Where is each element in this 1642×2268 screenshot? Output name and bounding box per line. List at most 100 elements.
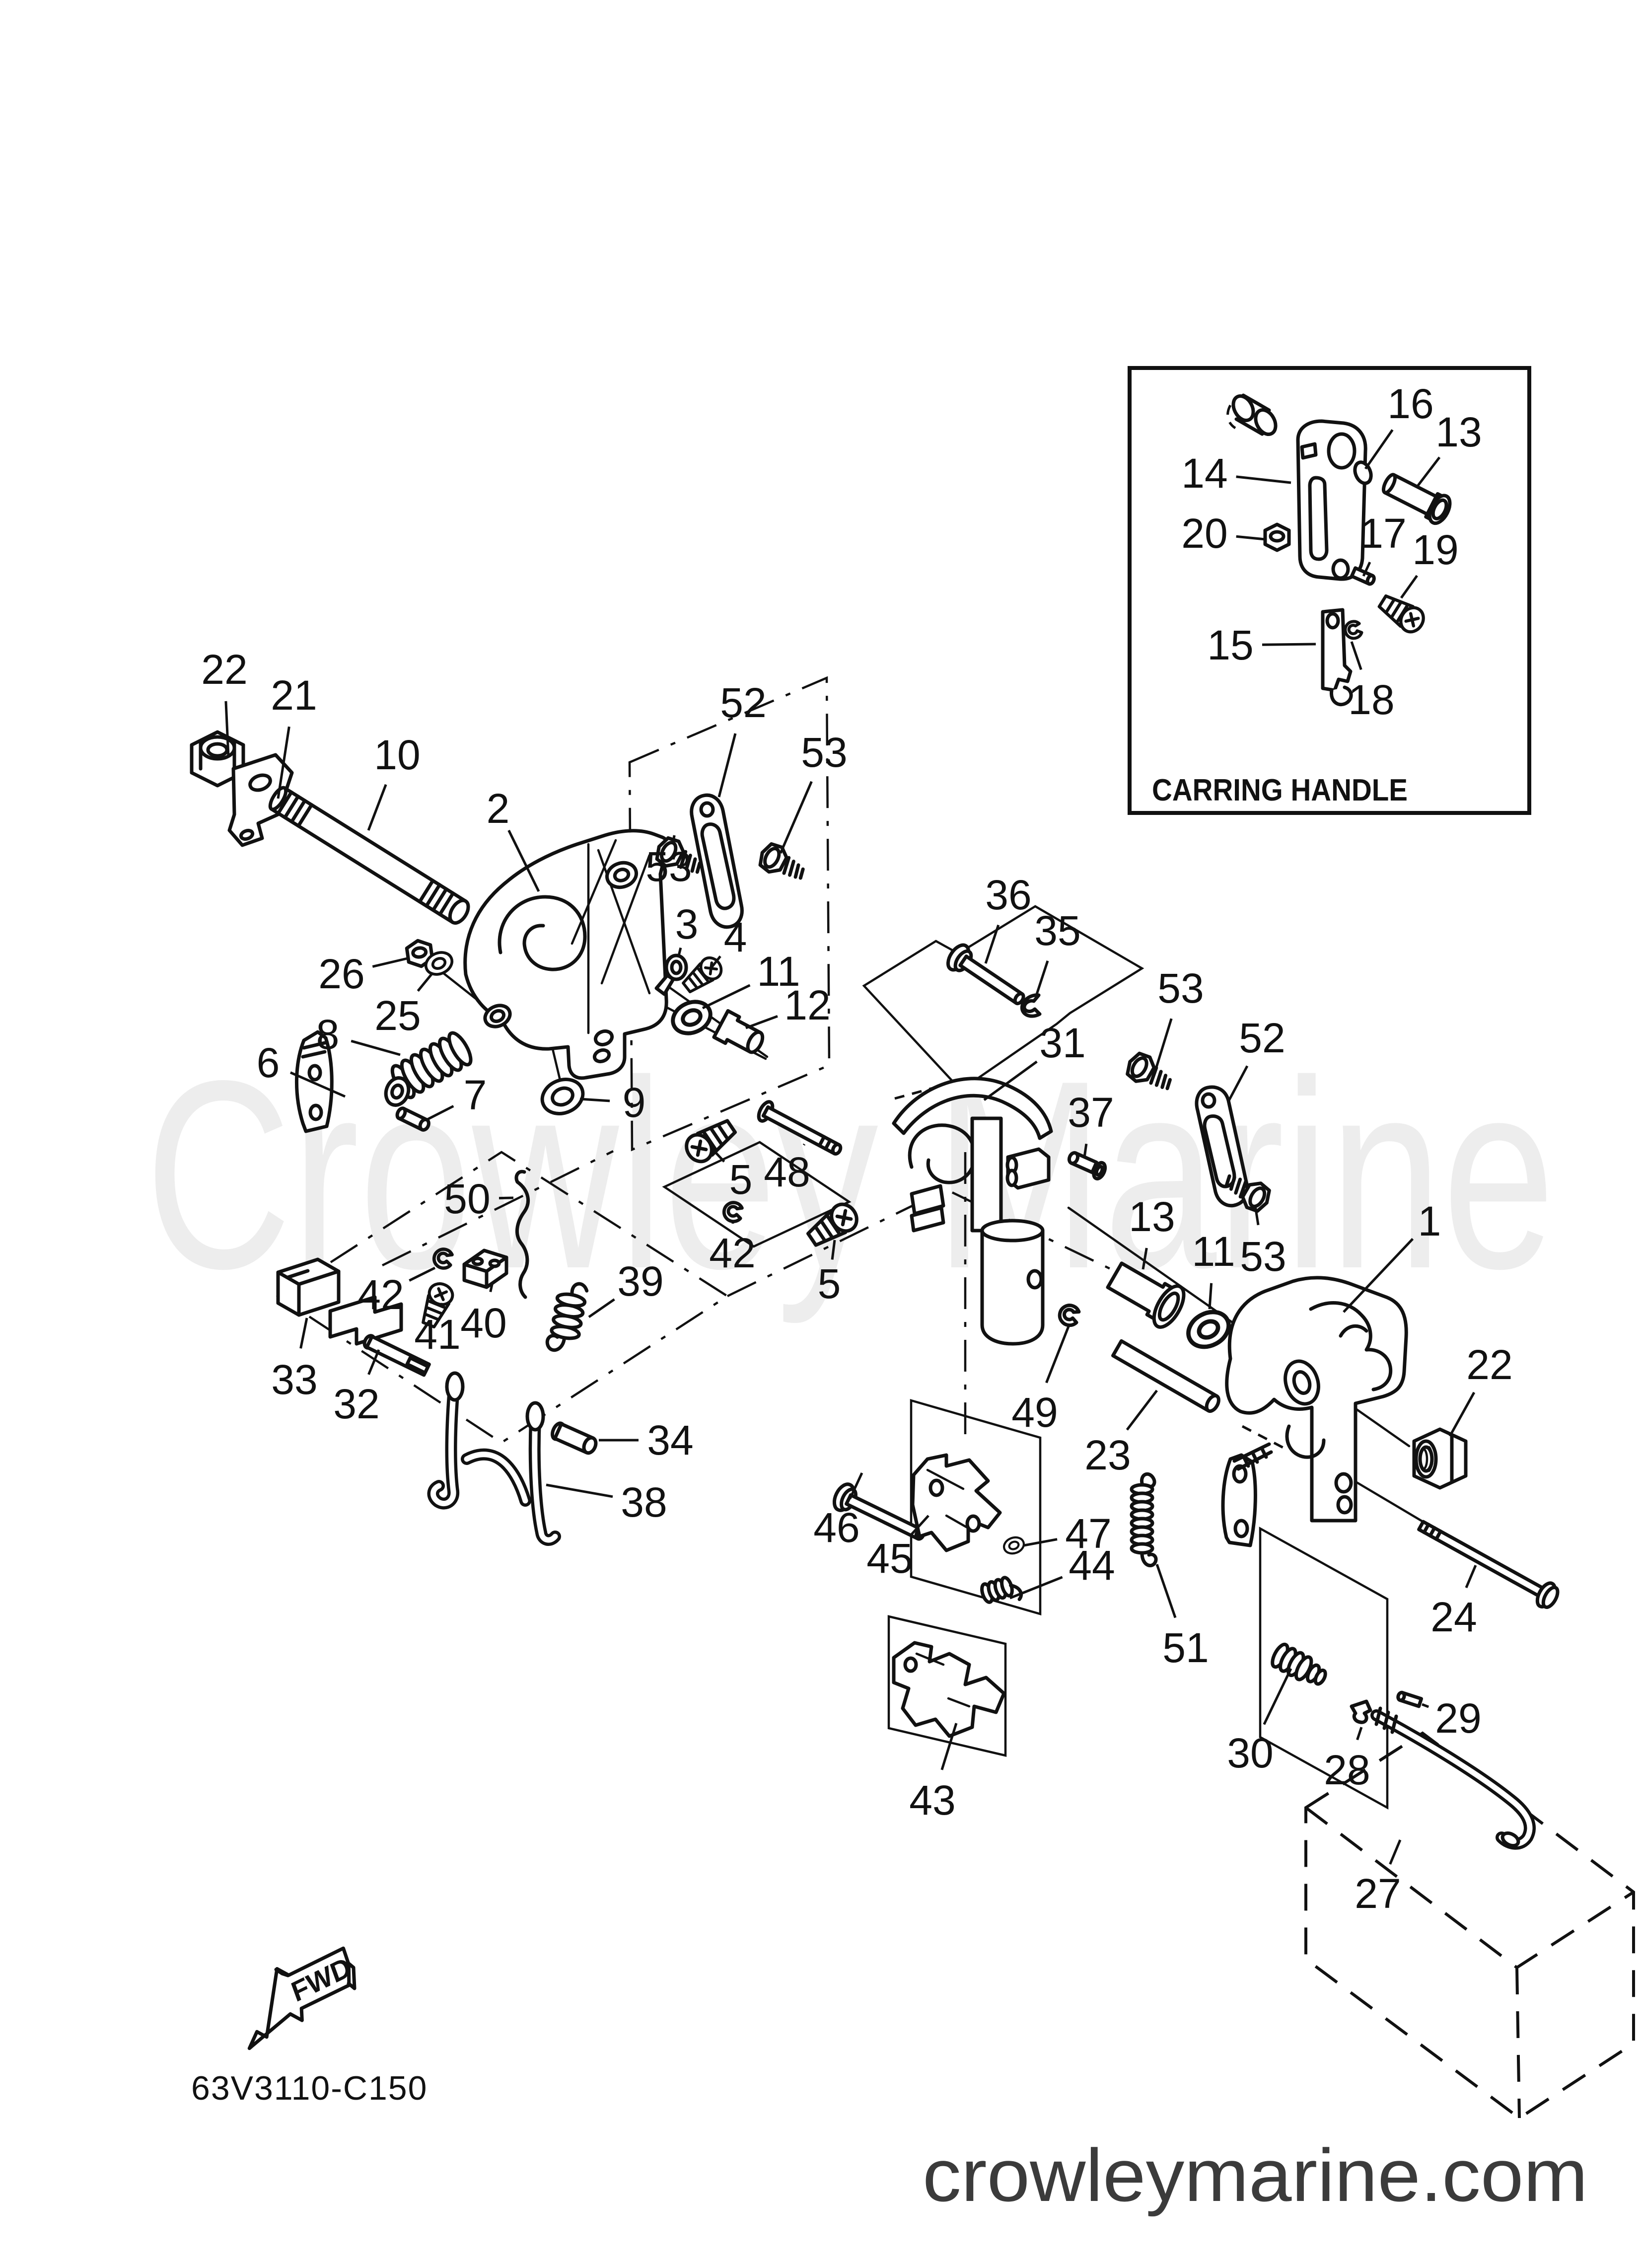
part-label-11[interactable]: 11	[1192, 1228, 1235, 1275]
part-label-18[interactable]: 18	[1348, 676, 1394, 723]
part-label-39[interactable]: 39	[617, 1258, 663, 1305]
cap-33-drawing	[276, 1257, 341, 1317]
part-label-16[interactable]: 16	[1387, 380, 1433, 427]
part-label-9[interactable]: 9	[623, 1079, 646, 1126]
part-label-26[interactable]: 26	[318, 951, 364, 997]
part-label-13[interactable]: 13	[1435, 409, 1482, 455]
watermark-text: Crowley Marine	[145, 1025, 1555, 1326]
part-label-53[interactable]: 53	[645, 843, 692, 890]
footer-site-text[interactable]: crowleymarine.com	[923, 2133, 1588, 2217]
part-label-24[interactable]: 24	[1430, 1594, 1477, 1640]
part-label-19[interactable]: 19	[1412, 526, 1458, 573]
part-label-12[interactable]: 12	[784, 982, 830, 1028]
part-label-41[interactable]: 41	[414, 1311, 460, 1358]
pin-17-drawing	[1350, 566, 1376, 586]
part-label-20[interactable]: 20	[1181, 510, 1227, 557]
nut-22-right-drawing	[1412, 1427, 1468, 1490]
leader-line-32	[367, 1349, 380, 1375]
part-label-53[interactable]: 53	[1240, 1233, 1286, 1280]
part-label-11[interactable]: 11	[757, 948, 800, 995]
part-label-49[interactable]: 49	[1011, 1389, 1058, 1436]
spring-39-drawing	[545, 1282, 589, 1352]
leader-line-35	[1034, 960, 1049, 998]
part-label-50[interactable]: 50	[444, 1175, 490, 1222]
spring-51-drawing	[1130, 1472, 1158, 1567]
part-label-23[interactable]: 23	[1084, 1432, 1131, 1478]
bolt-36-drawing	[946, 943, 1025, 1006]
part-label-5[interactable]: 5	[818, 1260, 841, 1307]
part-label-5[interactable]: 5	[729, 1156, 753, 1203]
leader-line-37	[1083, 1143, 1088, 1158]
part-label-53[interactable]: 53	[801, 729, 847, 776]
part-label-34[interactable]: 34	[647, 1417, 693, 1463]
leader-line-43	[940, 1723, 958, 1770]
part-label-22[interactable]: 22	[201, 646, 247, 693]
part-label-33[interactable]: 33	[271, 1356, 317, 1403]
pin-32-drawing	[362, 1334, 431, 1377]
part-label-44[interactable]: 44	[1069, 1542, 1115, 1589]
part-label-2[interactable]: 2	[487, 785, 510, 832]
part-label-36[interactable]: 36	[985, 872, 1031, 918]
leader-line-38	[546, 1483, 613, 1498]
part-label-25[interactable]: 25	[374, 992, 421, 1039]
part-label-21[interactable]: 21	[271, 672, 317, 719]
part-label-48[interactable]: 48	[764, 1149, 810, 1195]
part-label-46[interactable]: 46	[813, 1504, 859, 1551]
leader-line-53	[671, 835, 676, 845]
part-label-42[interactable]: 42	[709, 1230, 755, 1276]
part-label-17[interactable]: 17	[1360, 510, 1406, 557]
part-label-52[interactable]: 52	[720, 679, 766, 726]
leader-line-47	[1023, 1538, 1058, 1547]
part-label-45[interactable]: 45	[866, 1535, 913, 1582]
clamp-pad-arm-drawing	[1221, 1442, 1273, 1547]
part-label-42[interactable]: 42	[357, 1271, 404, 1318]
part-label-3[interactable]: 3	[675, 901, 699, 948]
part-label-8[interactable]: 8	[316, 1011, 340, 1058]
leader-line-22	[224, 701, 230, 757]
part-label-31[interactable]: 31	[1039, 1020, 1085, 1066]
leader-line-53	[1254, 1205, 1260, 1226]
part-label-10[interactable]: 10	[374, 732, 420, 778]
leader-line-53	[779, 781, 813, 854]
part-label-47[interactable]: 47	[1065, 1510, 1111, 1557]
part-label-27[interactable]: 27	[1355, 1870, 1401, 1917]
clamp-bracket-starboard-drawing	[1225, 1276, 1408, 1523]
leader-line-13	[1416, 456, 1441, 488]
eyelet-8-end-drawing	[384, 1076, 411, 1107]
part-label-32[interactable]: 32	[333, 1381, 379, 1427]
leader-line-31	[983, 1060, 1038, 1101]
part-label-22[interactable]: 22	[1466, 1341, 1512, 1388]
leader-line-14	[1236, 475, 1291, 484]
part-label-14[interactable]: 14	[1181, 450, 1227, 497]
part-label-51[interactable]: 51	[1162, 1624, 1209, 1671]
part-label-29[interactable]: 29	[1435, 1695, 1481, 1742]
leader-line-27	[1389, 1839, 1402, 1865]
part-label-30[interactable]: 30	[1227, 1730, 1273, 1776]
rod-23-drawing	[1111, 1339, 1220, 1413]
leader-line-29	[1422, 1703, 1429, 1708]
lever-6-drawing	[295, 1030, 334, 1133]
part-label-37[interactable]: 37	[1068, 1089, 1114, 1136]
part-label-40[interactable]: 40	[460, 1300, 506, 1346]
part-label-4[interactable]: 4	[724, 914, 747, 960]
leader-line-24	[1465, 1565, 1477, 1589]
part-label-38[interactable]: 38	[621, 1479, 667, 1526]
part-label-1[interactable]: 1	[1418, 1198, 1441, 1244]
leader-line-52	[1227, 1065, 1249, 1102]
leader-line-21	[277, 726, 290, 799]
leader-line-9	[579, 1097, 610, 1102]
leader-line-11	[1208, 1283, 1213, 1310]
part-label-28[interactable]: 28	[1324, 1747, 1370, 1793]
part-label-52[interactable]: 52	[1239, 1015, 1285, 1061]
part-label-53[interactable]: 53	[1157, 965, 1204, 1012]
part-label-13[interactable]: 13	[1129, 1193, 1175, 1240]
part-label-35[interactable]: 35	[1034, 907, 1080, 954]
part-label-6[interactable]: 6	[257, 1039, 280, 1086]
leader-line-20	[1236, 535, 1266, 541]
spring-8-drawing	[390, 1031, 473, 1099]
leader-line-49	[1045, 1323, 1071, 1384]
part-label-7[interactable]: 7	[464, 1072, 487, 1118]
part-label-43[interactable]: 43	[909, 1777, 955, 1824]
leader-line-7	[425, 1105, 454, 1122]
part-label-15[interactable]: 15	[1207, 622, 1253, 668]
